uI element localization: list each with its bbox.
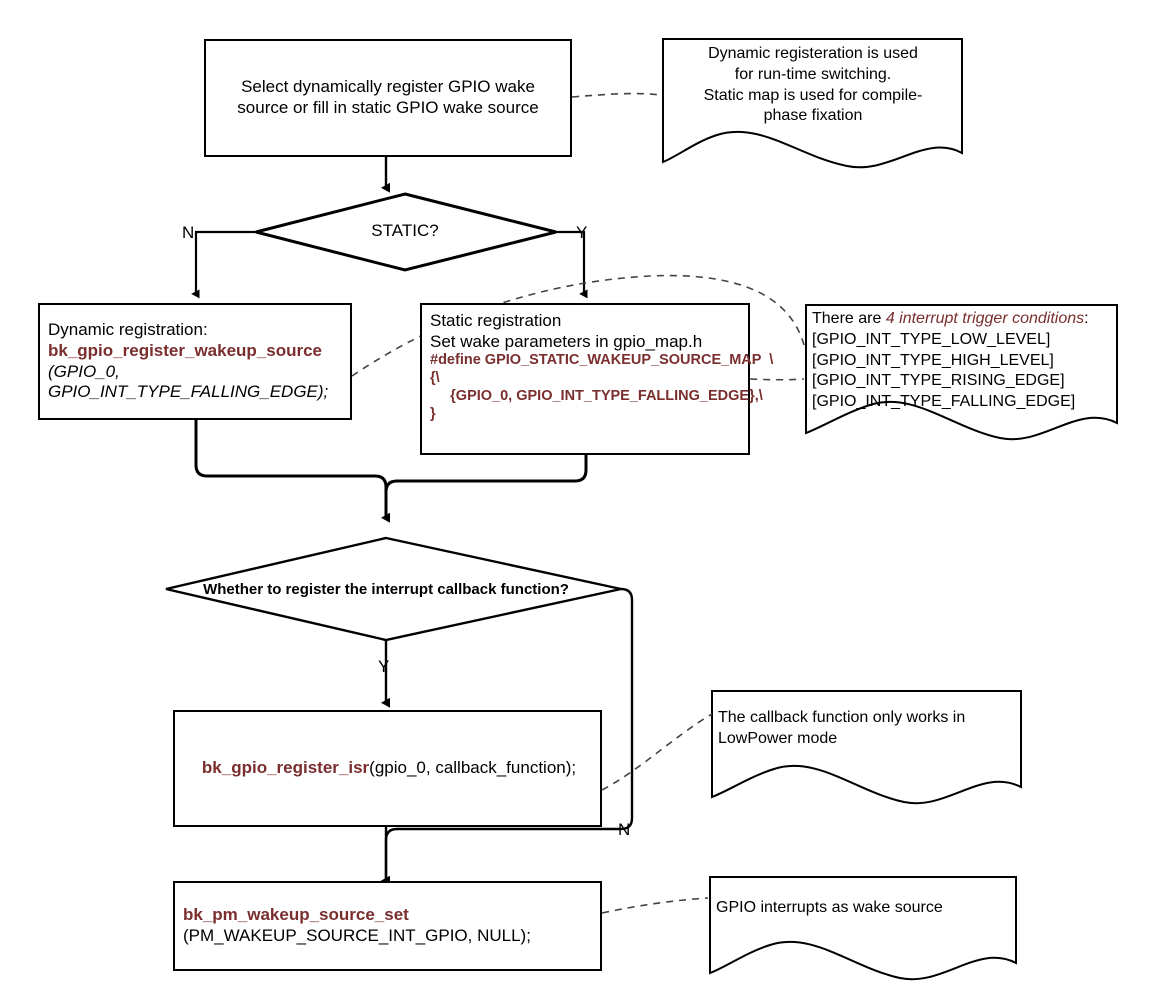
register-isr-args: (gpio_0, callback_function); [369,758,577,778]
note-dynamic-line-3: Static map is used for compile- [703,86,923,104]
note-callback-line-2: LowPower mode [718,729,838,747]
wakeup-source-set-args: (PM_WAKEUP_SOURCE_INT_GPIO, NULL); [183,926,531,945]
connector-static-yes [556,230,588,299]
note-dynamic-line-2: for run-time switching. [734,65,892,83]
static-code-line-2: {\ [430,370,440,387]
note-shape-dynamic-vs-static [662,38,963,169]
static-code-line-3: {GPIO_0, GPIO_INT_TYPE_FALLING_EDGE},\ [430,387,763,404]
note-dynamic-line-1: Dynamic registeration is used [708,45,918,62]
note-callback-line-1: The callback function only works in [718,709,966,726]
dynamic-line-function: bk_gpio_register_wakeup_source [48,340,323,360]
connector-static-no [191,230,256,299]
connector-callback-no [381,587,634,886]
register-isr-function: bk_gpio_register_isr [201,758,370,778]
connector-static-to-merge [384,455,588,518]
note-trigger-heading: There are 4 interrupt trigger conditions… [812,309,1117,330]
note-trigger-item-3: [GPIO_INT_TYPE_RISING_EDGE] [812,372,1065,390]
dashed-link-isr-to-callback-note [601,713,713,791]
dynamic-line-arg1: (GPIO_0, [48,361,120,381]
note-shape-gpio-wake-source [709,876,1017,981]
node-start-line-2: source or fill in static GPIO wake sourc… [237,98,539,117]
node-start-line-1: Select dynamically register GPIO wake [241,77,535,97]
note-trigger-item-1: [GPIO_INT_TYPE_LOW_LEVEL] [812,330,1051,348]
static-line-title: Static registration [430,311,562,330]
node-wakeup-source-set[interactable]: bk_pm_wakeup_source_set (PM_WAKEUP_SOURC… [173,881,602,971]
dashed-link-start-to-note [571,92,662,98]
register-isr-text: bk_gpio_register_isr(gpio_0, callback_fu… [183,737,592,799]
dashed-link-wakeup-to-note [601,897,709,914]
connector-dynamic-to-merge [194,420,390,523]
branch-label-callback-no: N [618,820,631,839]
branch-label-static-yes: Y [576,223,588,242]
dynamic-line-arg2: GPIO_INT_TYPE_FALLING_EDGE); [48,382,329,402]
note-trigger-heading-emphasis: 4 interrupt trigger conditions [885,310,1085,327]
node-start[interactable]: Select dynamically register GPIO wake so… [204,39,572,157]
node-dynamic-registration[interactable]: Dynamic registration: bk_gpio_register_w… [38,303,352,420]
dynamic-line-title: Dynamic registration: [48,320,208,340]
static-code-line-1: #define GPIO_STATIC_WAKEUP_SOURCE_MAP \ [430,352,774,369]
node-register-isr[interactable]: bk_gpio_register_isr(gpio_0, callback_fu… [173,710,602,827]
static-code-line-4: } [430,405,436,422]
note-trigger-conditions: There are 4 interrupt trigger conditions… [812,309,1117,413]
wakeup-source-set-function: bk_pm_wakeup_source_set [183,905,409,925]
note-shape-trigger-conditions [805,304,1118,441]
note-gpio-wake-source: GPIO interrupts as wake source [716,898,1012,919]
note-trigger-heading-suffix: : [1084,310,1089,327]
note-dynamic-vs-static: Dynamic registeration is used for run-ti… [666,44,960,127]
note-trigger-item-2: [GPIO_INT_TYPE_HIGH_LEVEL] [812,351,1054,369]
branch-label-static-no: N [182,223,195,242]
note-dynamic-line-4: phase fixation [763,107,863,125]
note-shape-callback-lowpower [711,690,1022,805]
decision-static-shape[interactable] [255,192,557,272]
decision-callback-shape[interactable] [165,536,622,642]
node-static-registration[interactable]: Static registration Set wake parameters … [420,303,774,455]
note-gpio-wake-line-1: GPIO interrupts as wake source [716,899,943,916]
note-callback-lowpower: The callback function only works in LowP… [718,708,1018,750]
note-trigger-item-4: [GPIO_INT_TYPE_FALLING_EDGE] [812,393,1076,411]
branch-label-callback-yes: Y [378,657,390,676]
static-line-subtitle: Set wake parameters in gpio_map.h [430,331,703,351]
dashed-link-static-to-trigger-note [749,378,805,381]
note-trigger-heading-prefix: There are [812,310,886,327]
